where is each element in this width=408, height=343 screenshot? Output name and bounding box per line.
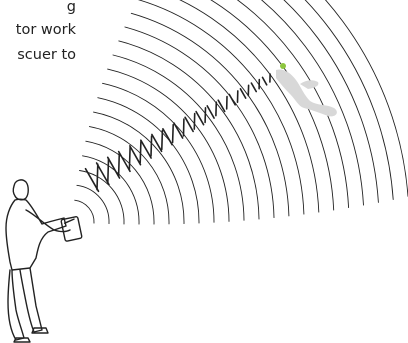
signal-scribble-mark [119,152,130,172]
signal-scribble-mark [151,136,152,156]
signal-scribble-mark [119,153,120,176]
signal-scribble-mark [108,157,120,178]
signal-arc [108,69,229,221]
signal-wave-arcs [75,0,408,224]
signal-arc [98,98,199,223]
signal-scribble-mark [174,123,183,138]
signal-scribble-mark [196,112,204,125]
signal-scribble-mark [263,77,267,84]
signal-arc [89,127,169,224]
signal-scribble-mark [207,106,214,118]
signal-arc [177,0,379,202]
signal-scribble-mark [140,142,141,163]
rescuer-torso [6,199,66,270]
signal-arc [186,0,394,200]
signal-scribbles [86,74,271,191]
signal-scribble-mark [163,129,172,145]
signal-arc [145,0,319,212]
caption-line-2: tor work [0,23,76,38]
signal-scribble-mark [251,83,256,91]
signal-arc [131,13,289,216]
signal-scribble-mark [108,159,109,183]
victim-figure [276,63,337,116]
signal-arc [94,112,185,224]
signal-scribble-mark [185,117,193,131]
signal-scribble-mark [129,147,130,169]
signal-arc [169,0,364,205]
signal-scribble-mark [162,130,163,149]
signal-arc [138,0,304,214]
detector-screen [64,219,74,223]
caption-line-1: g [0,0,76,15]
signal-arc [80,171,125,225]
rescuer-arm [26,210,70,232]
signal-scribble-mark [97,164,98,189]
rescuer-figure [6,180,82,342]
signal-scribble-mark [173,125,174,143]
rescuer-leg-right [20,268,42,332]
victim-arm [300,80,318,89]
signal-arc [77,185,109,223]
signal-arc [113,55,244,220]
caption-line-3: scuer to [0,48,76,63]
rescuer-head [13,180,28,200]
signal-arc [160,0,348,208]
signal-arc [119,41,259,219]
signal-scribble-mark [229,95,235,105]
victim-silhouette [276,69,337,116]
victim-marker [280,63,286,69]
